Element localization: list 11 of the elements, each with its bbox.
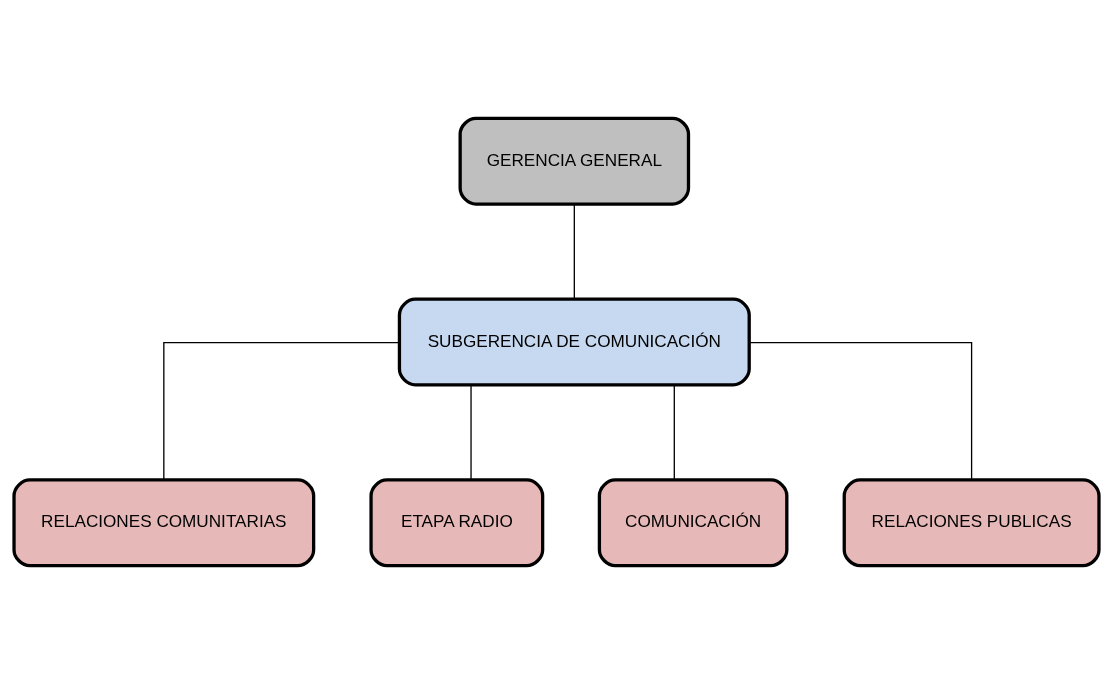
node-box: RELACIONES PUBLICAS [842, 478, 1101, 568]
node-box: SUBGERENCIA DE COMUNICACIÓN [397, 297, 751, 387]
node-box: COMUNICACIÓN [597, 478, 789, 568]
connector [573, 203, 575, 300]
node-box: GERENCIA GENERAL [458, 116, 691, 206]
node-box: RELACIONES COMUNITARIAS [12, 478, 316, 568]
connector [673, 384, 675, 481]
node-box: ETAPA RADIO [369, 478, 545, 568]
connector [749, 342, 973, 481]
connector [163, 342, 400, 481]
connector [470, 384, 472, 481]
